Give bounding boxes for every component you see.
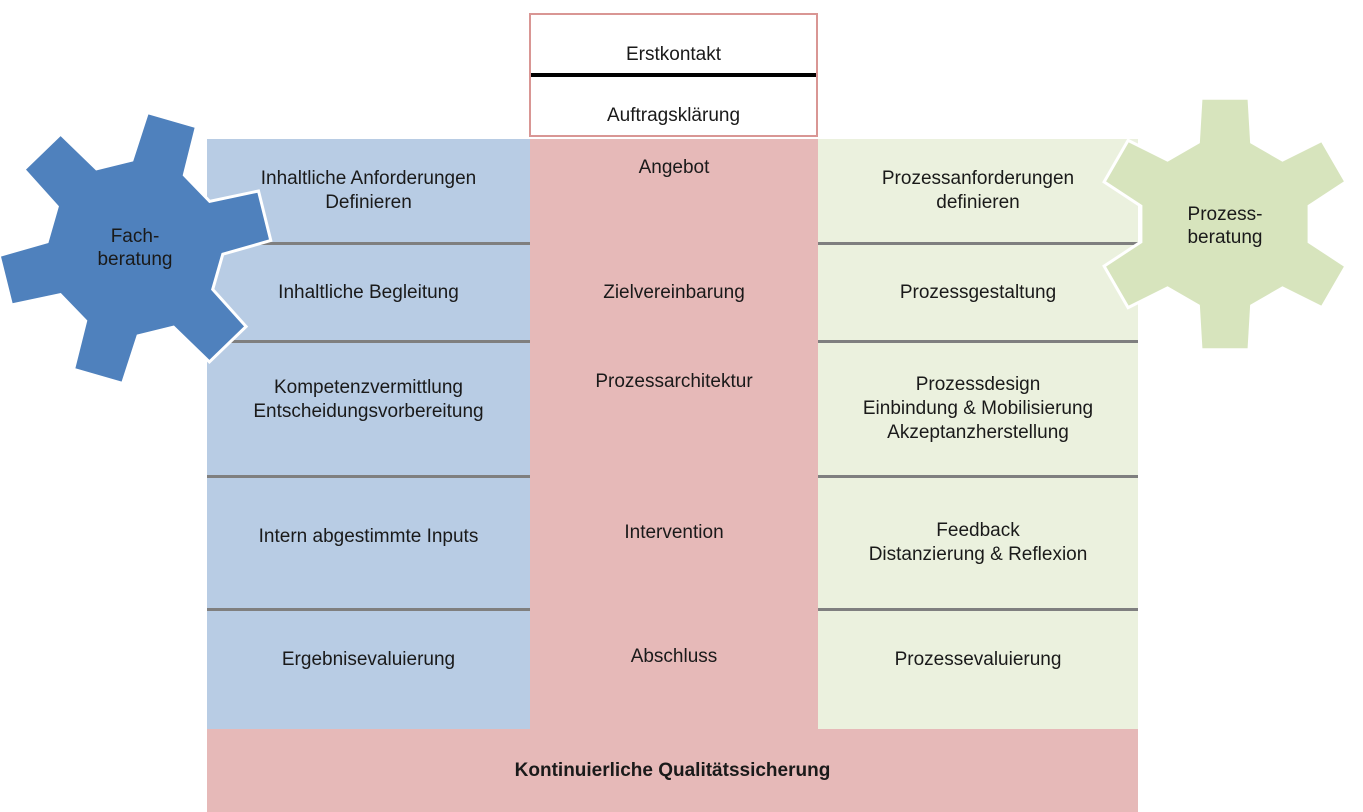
auftragsklaerung-label: Auftragsklärung [606, 105, 741, 126]
prozessberatung-gear-shape [1102, 96, 1348, 352]
fachberatung-line-1: Fach- [110, 226, 160, 247]
phases-column [530, 139, 818, 729]
left-row-3-line-1: Kompetenzvermittlung [273, 376, 464, 398]
phase-abschluss-label: Abschluss [630, 646, 718, 667]
left-row-5-line-1: Ergebnisevaluierung [281, 649, 456, 670]
left-row-3-line-2: Entscheidungsvorbereitung [253, 400, 484, 422]
fachberatung-gear-shape [0, 110, 273, 386]
gear-icon [0, 110, 273, 386]
phase-angebot: Angebot [530, 153, 818, 183]
left-row-2: Inhaltliche Begleitung [207, 245, 530, 340]
phase-zielvereinbarung-label: Zielvereinbarung [603, 282, 745, 303]
phase-intervention: Intervention [530, 518, 818, 548]
right-row-3: Prozessdesign Einbindung & Mobilisierung… [818, 343, 1138, 475]
prozessberatung-line-2: beratung [1187, 227, 1263, 248]
row-separator [207, 608, 530, 611]
phase-angebot-label: Angebot [638, 157, 710, 178]
right-row-5-line-1: Prozessevaluierung [894, 649, 1062, 670]
right-row-3-line-2: Einbindung & Mobilisierung [862, 398, 1094, 419]
left-row-1: Inhaltliche Anforderungen Definieren [207, 139, 530, 242]
right-row-4-line-2: Distanzierung & Reflexion [868, 544, 1088, 565]
phase-zielvereinbarung: Zielvereinbarung [530, 278, 818, 308]
erstkontakt-box: Erstkontakt Auftragsklärung [529, 13, 818, 137]
fachberatung-gear-label: Fach- beratung [70, 220, 200, 276]
left-row-3: Kompetenzvermittlung Entscheidungsvorber… [207, 343, 530, 456]
left-row-2-line-1: Inhaltliche Begleitung [278, 281, 459, 303]
erstkontakt-label: Erstkontakt [625, 44, 722, 65]
phase-abschluss: Abschluss [530, 642, 818, 672]
row-separator [818, 475, 1138, 478]
row-separator [818, 608, 1138, 611]
phase-prozessarchitektur: Prozessarchitektur [530, 367, 818, 397]
row-separator [207, 242, 530, 245]
phase-prozessarchitektur-label: Prozessarchitektur [595, 371, 753, 392]
phase-intervention-label: Intervention [624, 522, 724, 543]
row-separator [207, 340, 530, 343]
left-row-1-line-1: Inhaltliche Anforderungen [260, 167, 477, 189]
left-row-4-line-1: Intern abgestimmte Inputs [258, 526, 479, 547]
right-row-3-line-1: Prozessdesign [915, 374, 1041, 395]
gear-icon [1102, 96, 1348, 352]
right-row-4-line-1: Feedback [936, 520, 1020, 541]
prozessberatung-line-1: Prozess- [1187, 204, 1263, 225]
row-separator [207, 475, 530, 478]
left-row-5: Ergebnisevaluierung [207, 611, 530, 709]
fachberatung-line-2: beratung [97, 249, 173, 270]
right-row-5: Prozessevaluierung [818, 611, 1138, 709]
prozessberatung-gear-label: Prozess- beratung [1160, 198, 1290, 254]
prozessberatung-column [818, 139, 1138, 729]
right-row-3-line-3: Akzeptanzherstellung [887, 422, 1069, 443]
right-row-1-line-2: definieren [936, 191, 1020, 213]
top-box-divider [531, 73, 816, 77]
right-row-2-line-1: Prozessgestaltung [899, 281, 1057, 303]
quality-assurance-label: Kontinuierliche Qualitätssicherung [514, 759, 831, 781]
right-row-1-line-1: Prozessanforderungen [881, 167, 1075, 189]
row-separator [818, 242, 1138, 245]
left-row-1-line-2: Definieren [325, 191, 412, 213]
quality-assurance-bar: Kontinuierliche Qualitätssicherung [207, 729, 1138, 812]
left-row-4: Intern abgestimmte Inputs [207, 478, 530, 596]
right-row-4: Feedback Distanzierung & Reflexion [818, 478, 1138, 608]
row-separator [818, 340, 1138, 343]
right-row-1: Prozessanforderungen definieren [818, 139, 1138, 242]
right-row-2: Prozessgestaltung [818, 245, 1138, 340]
